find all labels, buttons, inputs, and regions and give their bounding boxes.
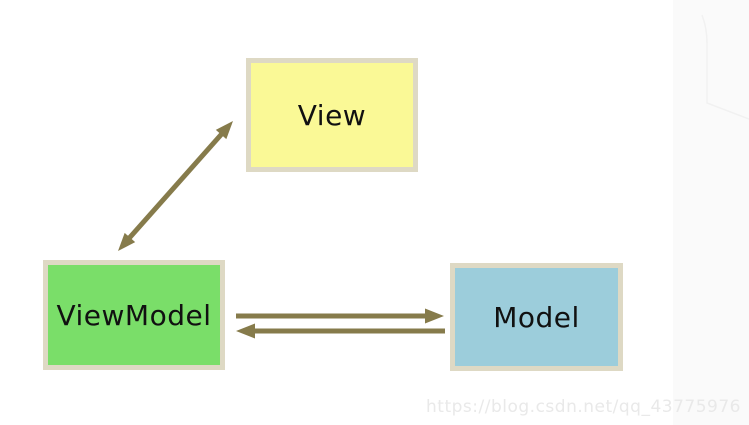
edge-model-viewmodel-arrow bbox=[236, 323, 445, 339]
node-viewmodel-label: ViewModel bbox=[56, 298, 212, 332]
watermark-text: https://blog.csdn.net/qq_43775976 bbox=[426, 397, 741, 417]
edge-viewmodel-model-arrow bbox=[236, 308, 444, 324]
edge-viewmodel-view-arrow bbox=[118, 121, 233, 251]
node-model: Model bbox=[450, 263, 623, 371]
background-band bbox=[673, 0, 749, 425]
node-view: View bbox=[246, 58, 418, 172]
node-view-label: View bbox=[297, 98, 367, 132]
node-model-label: Model bbox=[493, 300, 580, 334]
node-viewmodel: ViewModel bbox=[43, 260, 225, 370]
